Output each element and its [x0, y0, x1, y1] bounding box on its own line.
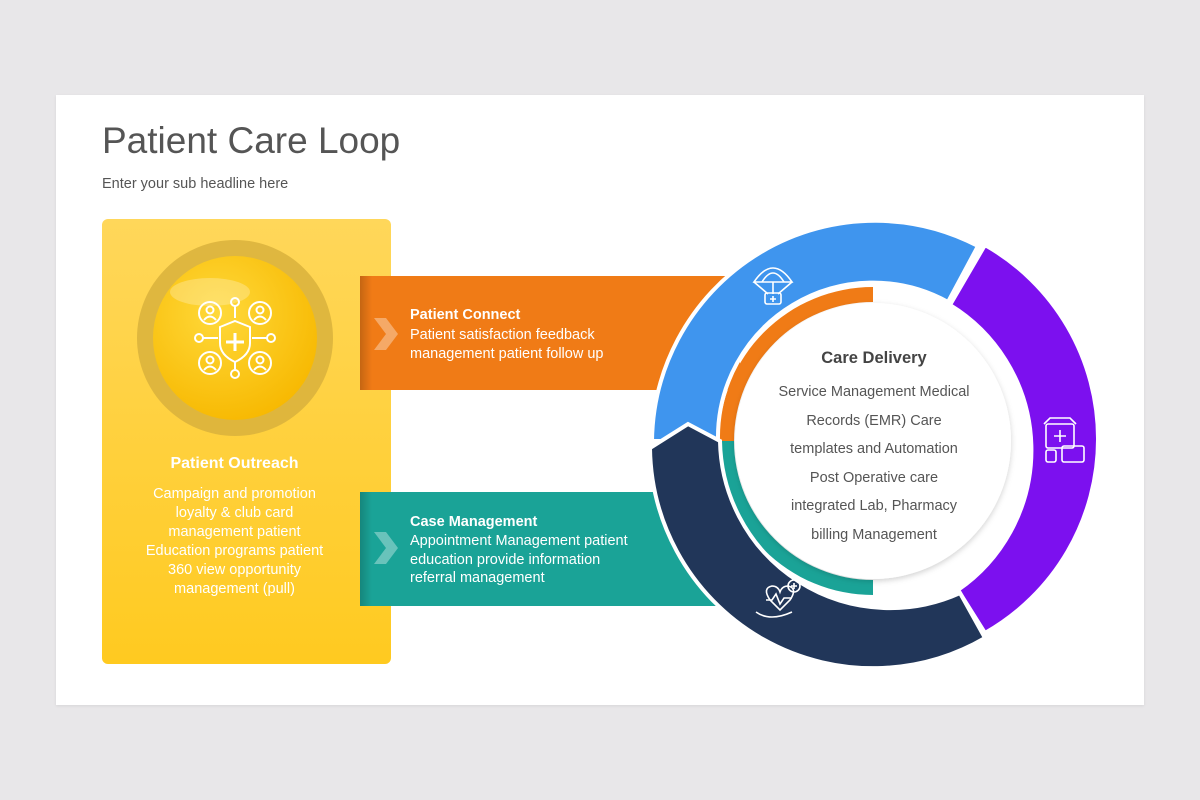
- patient-connect-title: Patient Connect: [410, 307, 521, 323]
- care-delivery-text: Service Management Medical Records (EMR)…: [778, 384, 970, 543]
- case-management-chevron: [374, 532, 398, 564]
- ring-segment-blue: [649, 218, 981, 443]
- page-title: Patient Care Loop: [102, 120, 401, 161]
- patient-connect-text: Patient satisfaction feedback management…: [410, 327, 604, 362]
- care-delivery-hub: [735, 303, 1011, 579]
- case-management-title: Case Management: [410, 514, 538, 530]
- care-delivery-title: Care Delivery: [821, 349, 927, 367]
- hand-heart-icon: [755, 579, 801, 618]
- patient-outreach-text: Campaign and promotion loyalty & club ca…: [145, 486, 324, 597]
- ring-segment-navy: [647, 421, 988, 671]
- inner-arc-orange: [719, 287, 873, 441]
- case-management-band-shadow: [360, 492, 372, 606]
- people-shield-network-icon: [194, 297, 276, 379]
- inner-arc-teal: [719, 441, 873, 595]
- parachute-medical-icon: [752, 267, 794, 305]
- case-management-text: Appointment Management patient education…: [410, 533, 628, 586]
- ring-segment-purple: [947, 242, 1101, 636]
- patient-outreach-title: Patient Outreach: [170, 455, 299, 472]
- patient-connect-chevron: [374, 318, 398, 350]
- page-subtitle: Enter your sub headline here: [102, 176, 289, 192]
- medical-supplies-icon: [1043, 417, 1085, 463]
- patient-connect-band-shadow: [360, 276, 372, 390]
